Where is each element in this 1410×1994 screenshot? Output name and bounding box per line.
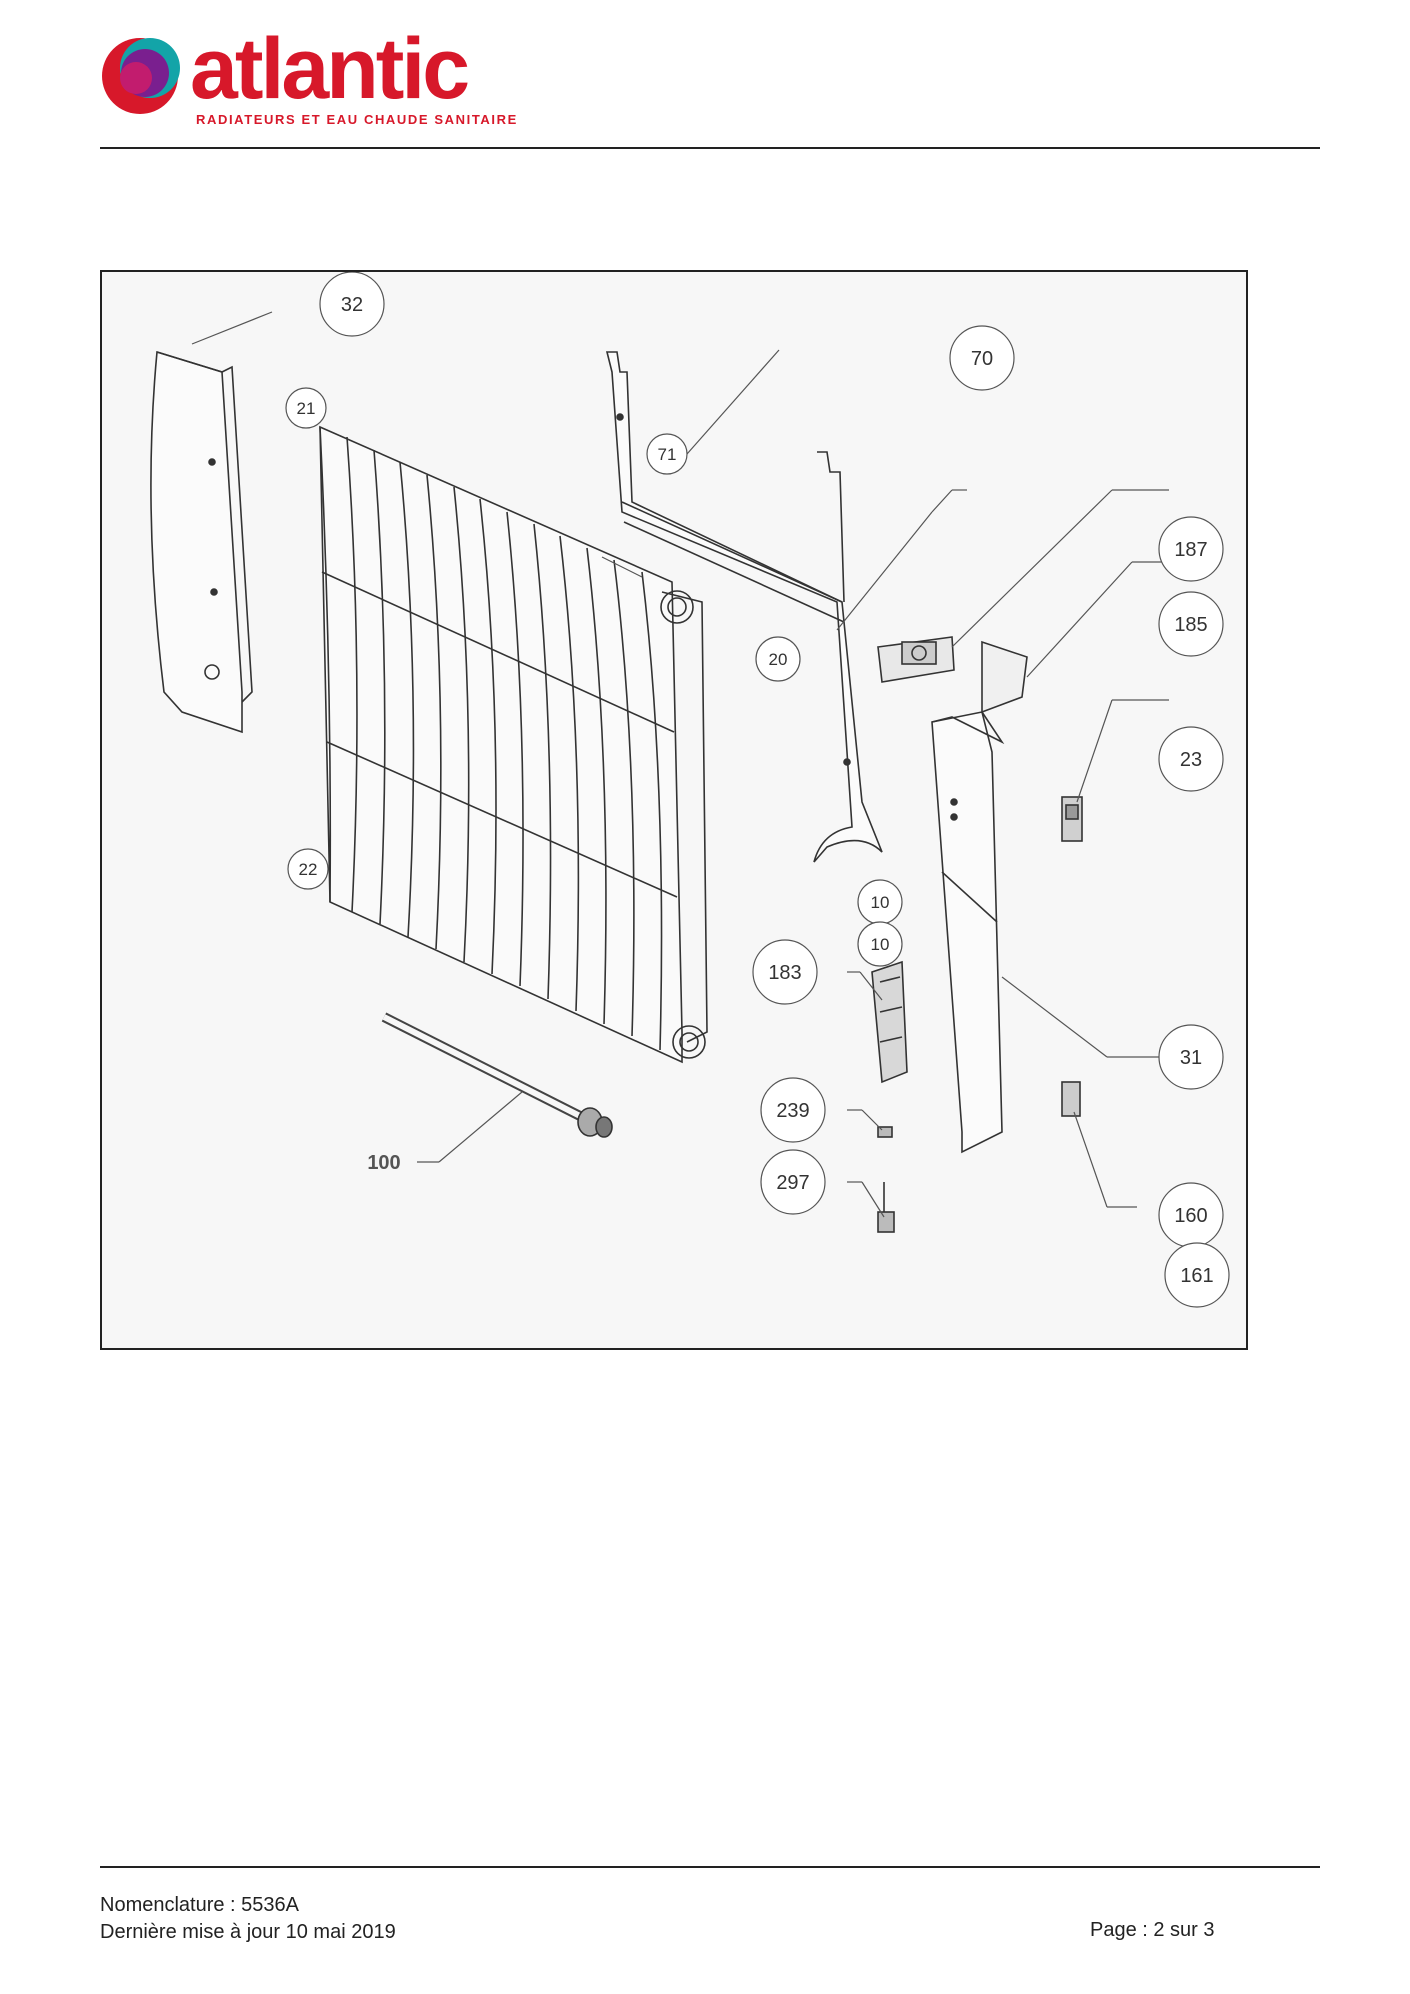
control-module-drawing: [877, 636, 955, 683]
heating-rod-drawing: [381, 1012, 613, 1138]
label-183: 183: [768, 962, 801, 984]
callout-183: [752, 939, 818, 1005]
page-header: atlantic RADIATEURS ET EAU CHAUDE SANITA…: [100, 21, 1320, 148]
atlantic-logo-icon: [102, 38, 180, 114]
sensor-part-drawing: [877, 1182, 895, 1233]
label-10b: 10: [871, 935, 890, 954]
callout-10b: [857, 921, 903, 967]
exploded-parts-diagram: 32 21 71 70 187 185 20 23 22 10 10 183 3…: [100, 270, 1248, 1350]
callout-31: [1158, 1024, 1224, 1090]
label-100: 100: [367, 1152, 400, 1174]
callout-20: [755, 636, 801, 682]
label-187: 187: [1174, 539, 1207, 561]
callout-bubbles: [285, 272, 1230, 1308]
header-divider: [100, 147, 1320, 149]
page-number: Page : 2 sur 3: [1090, 1919, 1215, 1941]
label-185: 185: [1174, 614, 1207, 636]
callout-185: [1158, 591, 1224, 657]
callout-22: [287, 848, 329, 890]
clip-part-drawing: [877, 1126, 893, 1138]
callout-32: [319, 272, 385, 337]
footer-info: Nomenclature : 5536A Dernière mise à jou…: [100, 1892, 396, 1946]
label-31: 31: [1180, 1047, 1202, 1069]
label-20: 20: [769, 650, 788, 669]
side-panel-left-drawing: [150, 350, 253, 734]
last-updated-text: Dernière mise à jour 10 mai 2019: [100, 1921, 396, 1943]
callout-71: [646, 433, 688, 475]
label-239: 239: [776, 1100, 809, 1122]
label-70: 70: [971, 348, 993, 370]
label-10a: 10: [871, 893, 890, 912]
switch-part-drawing: [1061, 1081, 1081, 1117]
callout-297: [760, 1149, 826, 1215]
label-71: 71: [658, 445, 677, 464]
brand-name: atlantic: [190, 21, 470, 117]
radiator-body-drawing: [319, 425, 708, 1064]
label-22: 22: [299, 860, 318, 879]
nomenclature-text: Nomenclature : 5536A: [100, 1894, 300, 1916]
callout-21: [285, 387, 327, 429]
circuit-board-drawing: [871, 960, 908, 1084]
wall-bracket-drawing: [605, 351, 883, 863]
label-21: 21: [297, 399, 316, 418]
brand-tagline: RADIATEURS ET EAU CHAUDE SANITAIRE: [196, 112, 518, 127]
callout-187: [1158, 516, 1224, 582]
callout-70: [949, 325, 1015, 391]
callout-23: [1158, 726, 1224, 792]
callout-labels: 32 21 71 70 187 185 20 23 22 10 10 183 3…: [297, 294, 1214, 1287]
callout-161: [1164, 1242, 1230, 1308]
label-32: 32: [341, 294, 363, 316]
label-23: 23: [1180, 749, 1202, 771]
label-297: 297: [776, 1172, 809, 1194]
footer-divider: [100, 1866, 1320, 1868]
leader-lines: [191, 311, 1169, 1218]
right-housing-drawing: [931, 640, 1028, 1154]
label-161: 161: [1180, 1265, 1213, 1287]
label-160: 160: [1174, 1205, 1207, 1227]
callout-239: [760, 1077, 826, 1143]
parts-drawing: 32 21 71 70 187 185 20 23 22 10 10 183 3…: [150, 272, 1230, 1308]
thermostat-part-drawing: [1061, 796, 1083, 842]
